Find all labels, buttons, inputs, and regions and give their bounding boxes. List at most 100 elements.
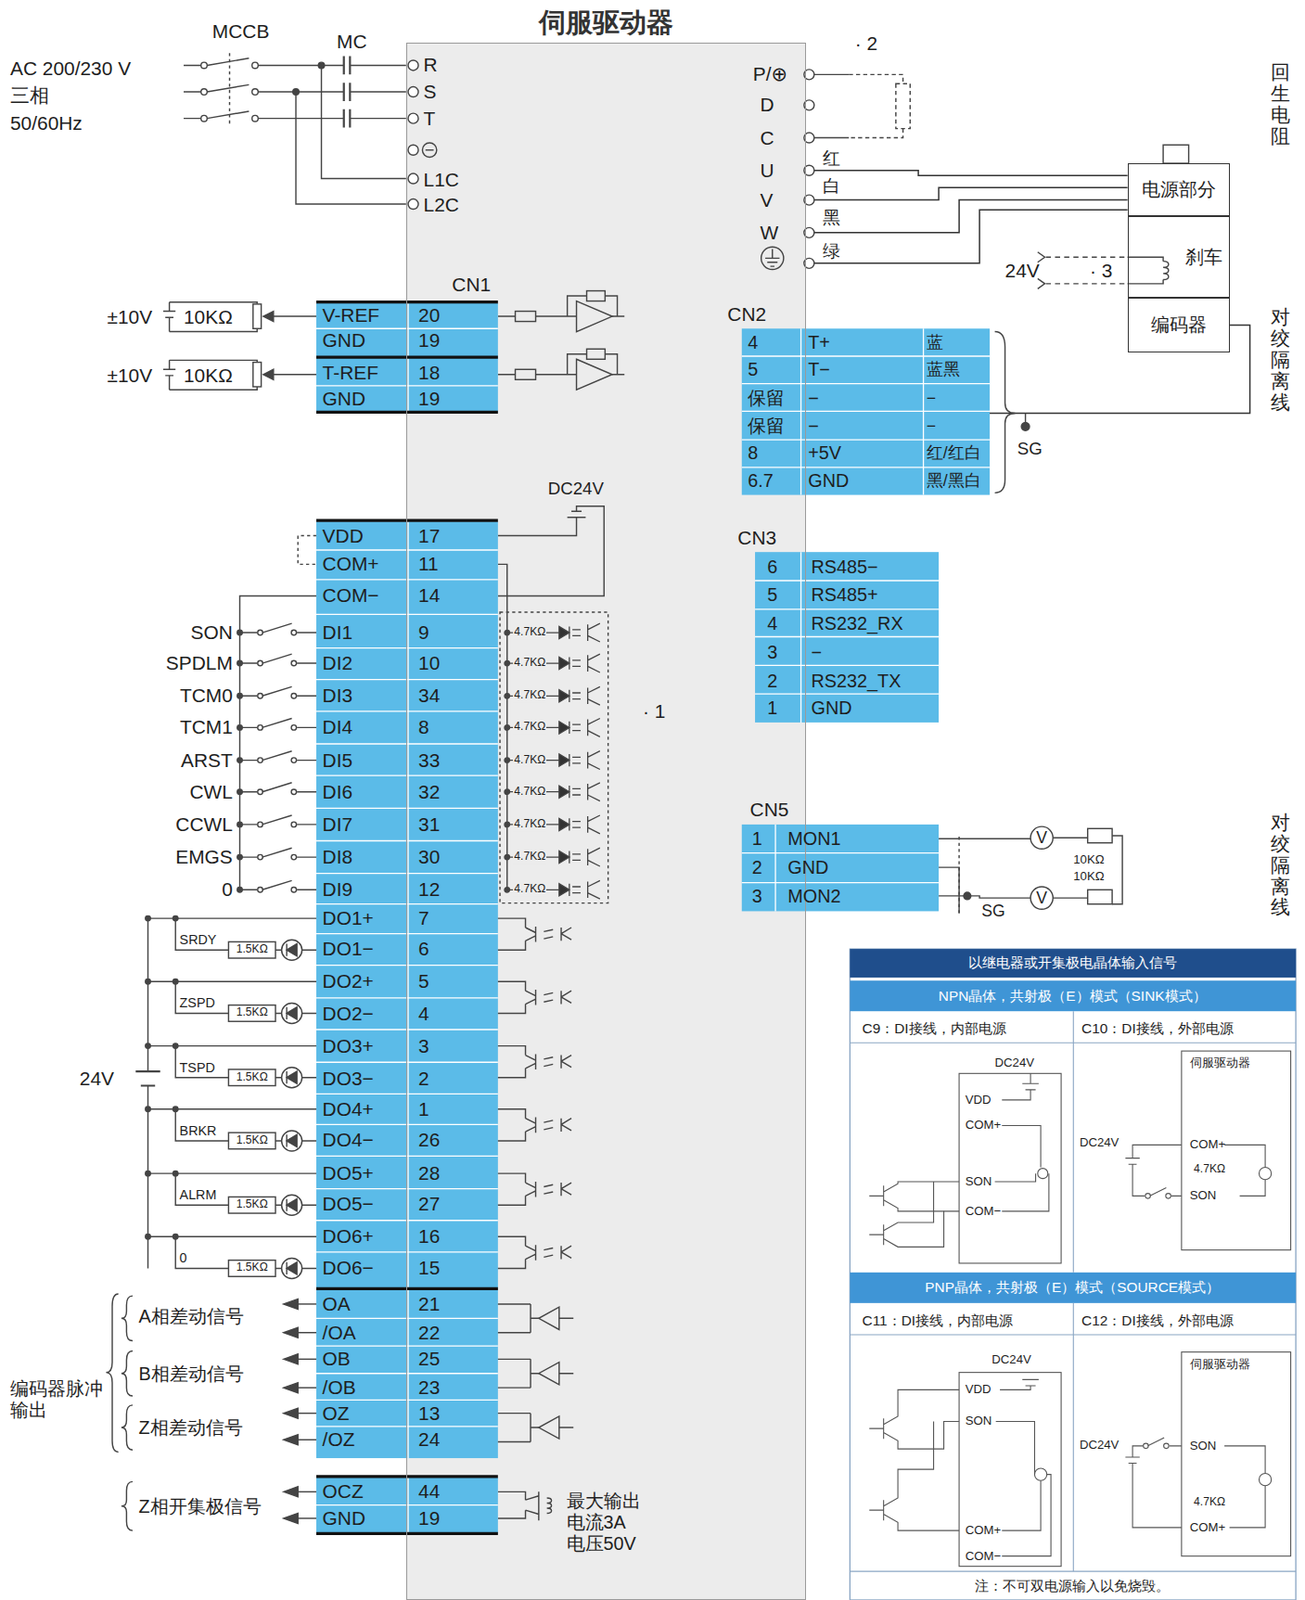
diagram-label: 4.7KΩ bbox=[1193, 1163, 1226, 1177]
pin-name: DI5 bbox=[322, 749, 354, 772]
resistor-value: 4.7KΩ bbox=[512, 626, 547, 640]
wire-connector bbox=[806, 209, 1128, 263]
resistor-value: 1.5KΩ bbox=[236, 1006, 269, 1020]
spec-text: AC 200/230 V bbox=[10, 57, 131, 80]
pin-name: RS485+ bbox=[811, 584, 879, 606]
motor-part-box: 编码器 bbox=[1127, 297, 1230, 352]
diagram-label: 伺服驱动器 bbox=[1189, 1356, 1251, 1371]
pin-number: 13 bbox=[418, 1402, 440, 1425]
pin-number: 15 bbox=[418, 1256, 440, 1280]
side-label: 回生电阻 bbox=[1270, 61, 1291, 147]
signal-name: 0 bbox=[179, 1250, 188, 1266]
pin-number: 7 bbox=[418, 907, 430, 930]
pin-number: 44 bbox=[418, 1480, 440, 1503]
pin-number: 10 bbox=[418, 652, 440, 675]
pin-number: 21 bbox=[418, 1292, 440, 1316]
pin-name: DO2− bbox=[322, 1002, 374, 1025]
pin-name: V-REF bbox=[322, 304, 381, 327]
resistor-value: 1.5KΩ bbox=[236, 1134, 269, 1148]
diagram-label: DC24V bbox=[995, 1056, 1036, 1071]
signal-name: TCM0 bbox=[179, 684, 233, 707]
supply-label: DC24V bbox=[548, 478, 604, 499]
terminal-label: D bbox=[760, 93, 775, 116]
pin-number: 34 bbox=[418, 684, 440, 707]
pin-number: 18 bbox=[418, 361, 440, 384]
pin-name: GND bbox=[807, 470, 849, 492]
part-label: MCCB bbox=[212, 20, 270, 43]
meter-symbol: V bbox=[1036, 828, 1048, 847]
spec-text: 50/60Hz bbox=[10, 112, 83, 135]
motor-part-box: 刹车 bbox=[1127, 216, 1230, 298]
part-label: MC bbox=[336, 30, 368, 53]
pin-number: 12 bbox=[418, 878, 440, 901]
diagram-label: VDD bbox=[965, 1092, 992, 1107]
side-label: 对绞隔离线 bbox=[1270, 811, 1291, 919]
wire-color: 白 bbox=[822, 177, 841, 198]
signal-name: ARST bbox=[180, 749, 233, 772]
wire-color: − bbox=[926, 416, 936, 435]
pin-name: OA bbox=[322, 1292, 351, 1316]
pin-name: DO1− bbox=[322, 937, 374, 960]
diagram-label: DC24V bbox=[1079, 1135, 1120, 1150]
shield-label: SG bbox=[1017, 438, 1043, 460]
rating-note: 最大输出 电流3A 电压50V bbox=[566, 1490, 669, 1554]
pin-name: DI2 bbox=[322, 652, 354, 675]
voltage-label: 24V bbox=[79, 1067, 115, 1090]
pin-name: OZ bbox=[322, 1402, 350, 1425]
pin-number: 2 bbox=[767, 669, 778, 691]
resistor-value: 10KΩ bbox=[183, 306, 233, 329]
pin-number: 26 bbox=[418, 1128, 440, 1152]
diagram-label: DC24V bbox=[991, 1353, 1032, 1368]
signal-group: Z相开集极信号 bbox=[139, 1495, 262, 1517]
resistor-value: 10KΩ bbox=[1073, 869, 1104, 883]
wire-connector bbox=[806, 170, 1128, 177]
callout-number: · 3 bbox=[1089, 259, 1113, 282]
pin-name: DO6+ bbox=[322, 1225, 374, 1248]
wire-color: 黑/黑白 bbox=[926, 471, 982, 490]
diagram-label: COM− bbox=[965, 1203, 1001, 1218]
motor-part-box: 电源部分 bbox=[1127, 163, 1230, 217]
pin-number: 1 bbox=[418, 1098, 430, 1121]
meter-symbol: V bbox=[1036, 888, 1048, 908]
pin-number: 25 bbox=[418, 1347, 440, 1370]
resistor-value: 4.7KΩ bbox=[512, 882, 547, 896]
pin-number: 1 bbox=[767, 697, 778, 719]
signal-name: EMGS bbox=[175, 845, 233, 869]
pin-name: T-REF bbox=[322, 361, 379, 384]
pin-number: 22 bbox=[418, 1321, 440, 1344]
pin-number: 33 bbox=[418, 749, 440, 772]
table-cell: C10：DI接线，外部电源 bbox=[1081, 1020, 1234, 1037]
connector-name: CN2 bbox=[727, 303, 767, 326]
pin-number: 31 bbox=[418, 813, 440, 836]
signal-group: B相差动信号 bbox=[139, 1362, 244, 1384]
pin-number: 3 bbox=[752, 884, 763, 907]
pin-name: T− bbox=[807, 358, 831, 381]
pin-name: DO4+ bbox=[322, 1098, 374, 1121]
pin-name: MON2 bbox=[787, 884, 841, 907]
pin-number: 2 bbox=[752, 857, 763, 879]
pin-number: 1 bbox=[752, 828, 763, 850]
signal-name: SON bbox=[191, 621, 233, 644]
pin-name: DI4 bbox=[322, 716, 354, 739]
pin-name: VDD bbox=[322, 524, 364, 548]
pin-number: 3 bbox=[767, 641, 778, 664]
pin-number: 23 bbox=[418, 1376, 440, 1399]
signal-name: TCM1 bbox=[179, 716, 233, 739]
signal-name: CWL bbox=[189, 780, 232, 804]
pin-number: 9 bbox=[418, 621, 430, 644]
pin-number: 14 bbox=[418, 584, 440, 607]
pin-name: GND bbox=[322, 1507, 366, 1530]
pin-number: 4 bbox=[418, 1002, 430, 1025]
pin-name: OB bbox=[322, 1347, 351, 1370]
table-cell: C9：DI接线，内部电源 bbox=[862, 1020, 1007, 1037]
resistor-value: 1.5KΩ bbox=[236, 1071, 269, 1085]
resistor-value: 4.7KΩ bbox=[512, 850, 547, 864]
pin-name: DI6 bbox=[322, 780, 354, 804]
pin-name: DO3− bbox=[322, 1067, 374, 1090]
diagram-label: COM+ bbox=[1189, 1520, 1226, 1535]
device-title: 伺服驱动器 bbox=[407, 7, 806, 39]
wire-color: 蓝黑 bbox=[926, 359, 960, 379]
voltage-label: ±10V bbox=[107, 306, 154, 329]
pin-number: 19 bbox=[418, 387, 440, 410]
diagram-label: 4.7KΩ bbox=[1193, 1496, 1226, 1510]
